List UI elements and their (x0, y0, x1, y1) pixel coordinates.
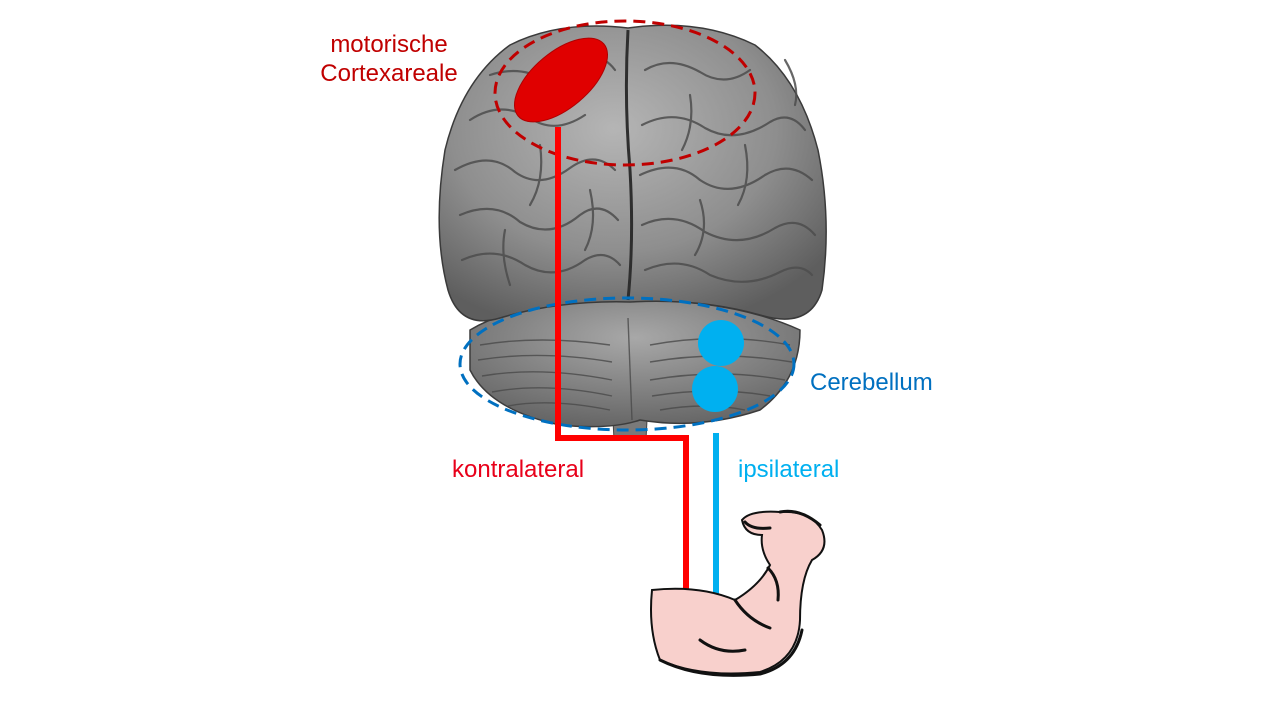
motor-cortex-region-outline (493, 19, 757, 167)
arm-shape (650, 510, 826, 675)
motor-cortex-label-line2: Cortexareale (320, 60, 458, 87)
motor-cortex-blob (513, 37, 609, 123)
brain-illustration (438, 24, 827, 441)
cerebellum-label: Cerebellum (810, 369, 933, 396)
motor-cortex-label-line1: motorische (330, 31, 448, 58)
flexed-arm-icon (650, 509, 826, 677)
cerebellum-blob-upper (698, 320, 744, 366)
arm-contour-lines (658, 509, 822, 677)
contralateral-label: kontralateral (452, 456, 585, 483)
motor-cortex-label: motorische Cortexareale (313, 30, 465, 88)
cerebellum-blob-lower (692, 366, 738, 412)
ipsilateral-label: ipsilateral (738, 456, 840, 483)
longitudinal-fissure (624, 29, 634, 301)
contralateral-pathway (555, 127, 689, 618)
cerebellum-region-outline (458, 296, 796, 432)
